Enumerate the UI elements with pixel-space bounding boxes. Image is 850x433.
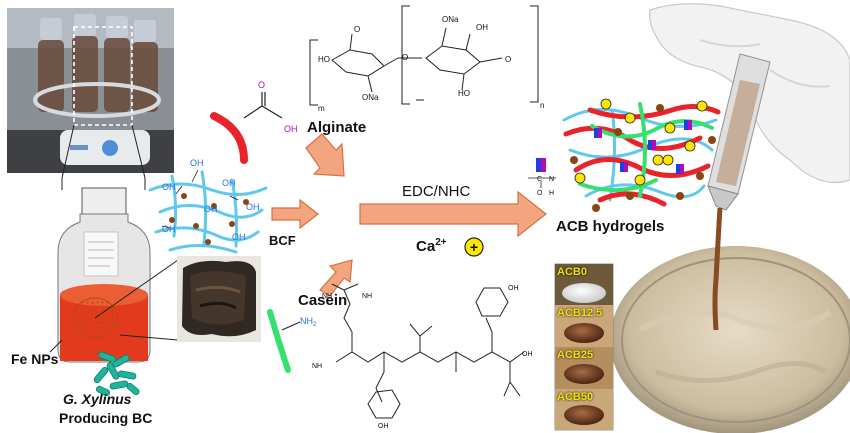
organism-label: G. Xylinus xyxy=(63,391,132,407)
bcf-oh-4: OH xyxy=(204,204,218,214)
alginate-label: Alginate xyxy=(307,119,367,136)
casein-oh-a: OH xyxy=(378,423,389,430)
alg-o-1: O xyxy=(354,25,360,34)
casein-oh-c: OH xyxy=(522,351,533,358)
bcf-oh-2: OH xyxy=(162,182,176,192)
reaction-label: EDC/NHC xyxy=(402,183,471,200)
calcium-ion-icon: + xyxy=(464,237,484,257)
bcf-label: BCF xyxy=(269,233,296,248)
svg-text:+: + xyxy=(470,239,478,255)
amide-o: O xyxy=(537,190,543,197)
bcf-oh-6: OH xyxy=(162,224,176,234)
amide-c: C xyxy=(537,176,542,183)
casein-nh2-a: NH xyxy=(322,293,332,300)
bcf-arrow xyxy=(271,198,319,230)
carboxyl-oh: OH xyxy=(284,124,298,134)
casein-arrow xyxy=(319,259,353,297)
sample-disc-0 xyxy=(562,283,606,303)
alg-ona-1: ONa xyxy=(362,93,379,102)
casein-oh-b: OH xyxy=(508,285,519,292)
incubator-photo xyxy=(7,8,174,173)
carboxyl-group xyxy=(210,92,283,164)
casein-label: Casein xyxy=(298,292,348,309)
alg-m: m xyxy=(318,104,325,113)
sample-disc-2 xyxy=(564,364,604,384)
samples-panel xyxy=(554,263,614,431)
calcium-label: Ca2+ xyxy=(416,237,447,255)
alg-ho-1: HO xyxy=(318,55,330,64)
sample-label-2: ACB25 xyxy=(557,349,594,361)
alg-o-2: O xyxy=(402,53,408,62)
alg-ona-2: ONa xyxy=(442,15,459,24)
casein-nh2-c: NH xyxy=(312,363,322,370)
sample-label-3: ACB50 xyxy=(557,391,594,403)
casein-nh2-label: NH2 xyxy=(300,316,317,328)
bcf-oh-5: OH xyxy=(246,202,260,212)
amide-bond-icon xyxy=(528,158,556,188)
fe-nps-label: Fe NPs xyxy=(11,351,59,367)
amide-h: H xyxy=(549,190,554,197)
petri-dish xyxy=(610,246,850,433)
sample-disc-3 xyxy=(564,405,604,425)
amide-n: N xyxy=(549,176,554,183)
hydrogel-network xyxy=(562,102,721,207)
alg-o-3: O xyxy=(505,55,511,64)
bcf-particles xyxy=(169,193,249,245)
bcf-fibers xyxy=(148,170,268,254)
bcf-oh-7: OH xyxy=(232,232,246,242)
casein-chain xyxy=(267,309,301,373)
alginate-arrow xyxy=(305,133,345,177)
calcium-symbol: Ca xyxy=(416,238,436,255)
carboxyl-o: O xyxy=(258,80,265,90)
casein-nh2-b: NH xyxy=(362,293,372,300)
main-arrow xyxy=(359,190,547,238)
alg-n: n xyxy=(540,101,544,110)
sample-label-1: ACB12.5 xyxy=(557,307,603,319)
hydrogel-particles xyxy=(570,104,716,212)
producing-label: Producing BC xyxy=(59,410,153,426)
calcium-charge: 2+ xyxy=(435,237,447,248)
bacteria-icon xyxy=(93,351,140,397)
sample-label-0: ACB0 xyxy=(557,266,587,278)
alginate-structure xyxy=(309,5,539,106)
hydrogel-crosslinks xyxy=(594,120,692,174)
sample-disc-1 xyxy=(564,323,604,343)
bcf-oh-3: OH xyxy=(222,178,236,188)
product-label: ACB hydrogels xyxy=(556,218,665,235)
syringe xyxy=(707,53,771,331)
alg-ho-2: HO xyxy=(458,89,470,98)
bc-pellicle-photo xyxy=(177,256,261,342)
hydrogel-ca-ions xyxy=(574,98,708,186)
casein-structure xyxy=(331,283,525,419)
culture-bottle xyxy=(49,187,179,363)
zoom-lines xyxy=(61,124,146,190)
alg-oh-2: OH xyxy=(476,23,488,32)
bcf-oh-1: OH xyxy=(190,158,204,168)
